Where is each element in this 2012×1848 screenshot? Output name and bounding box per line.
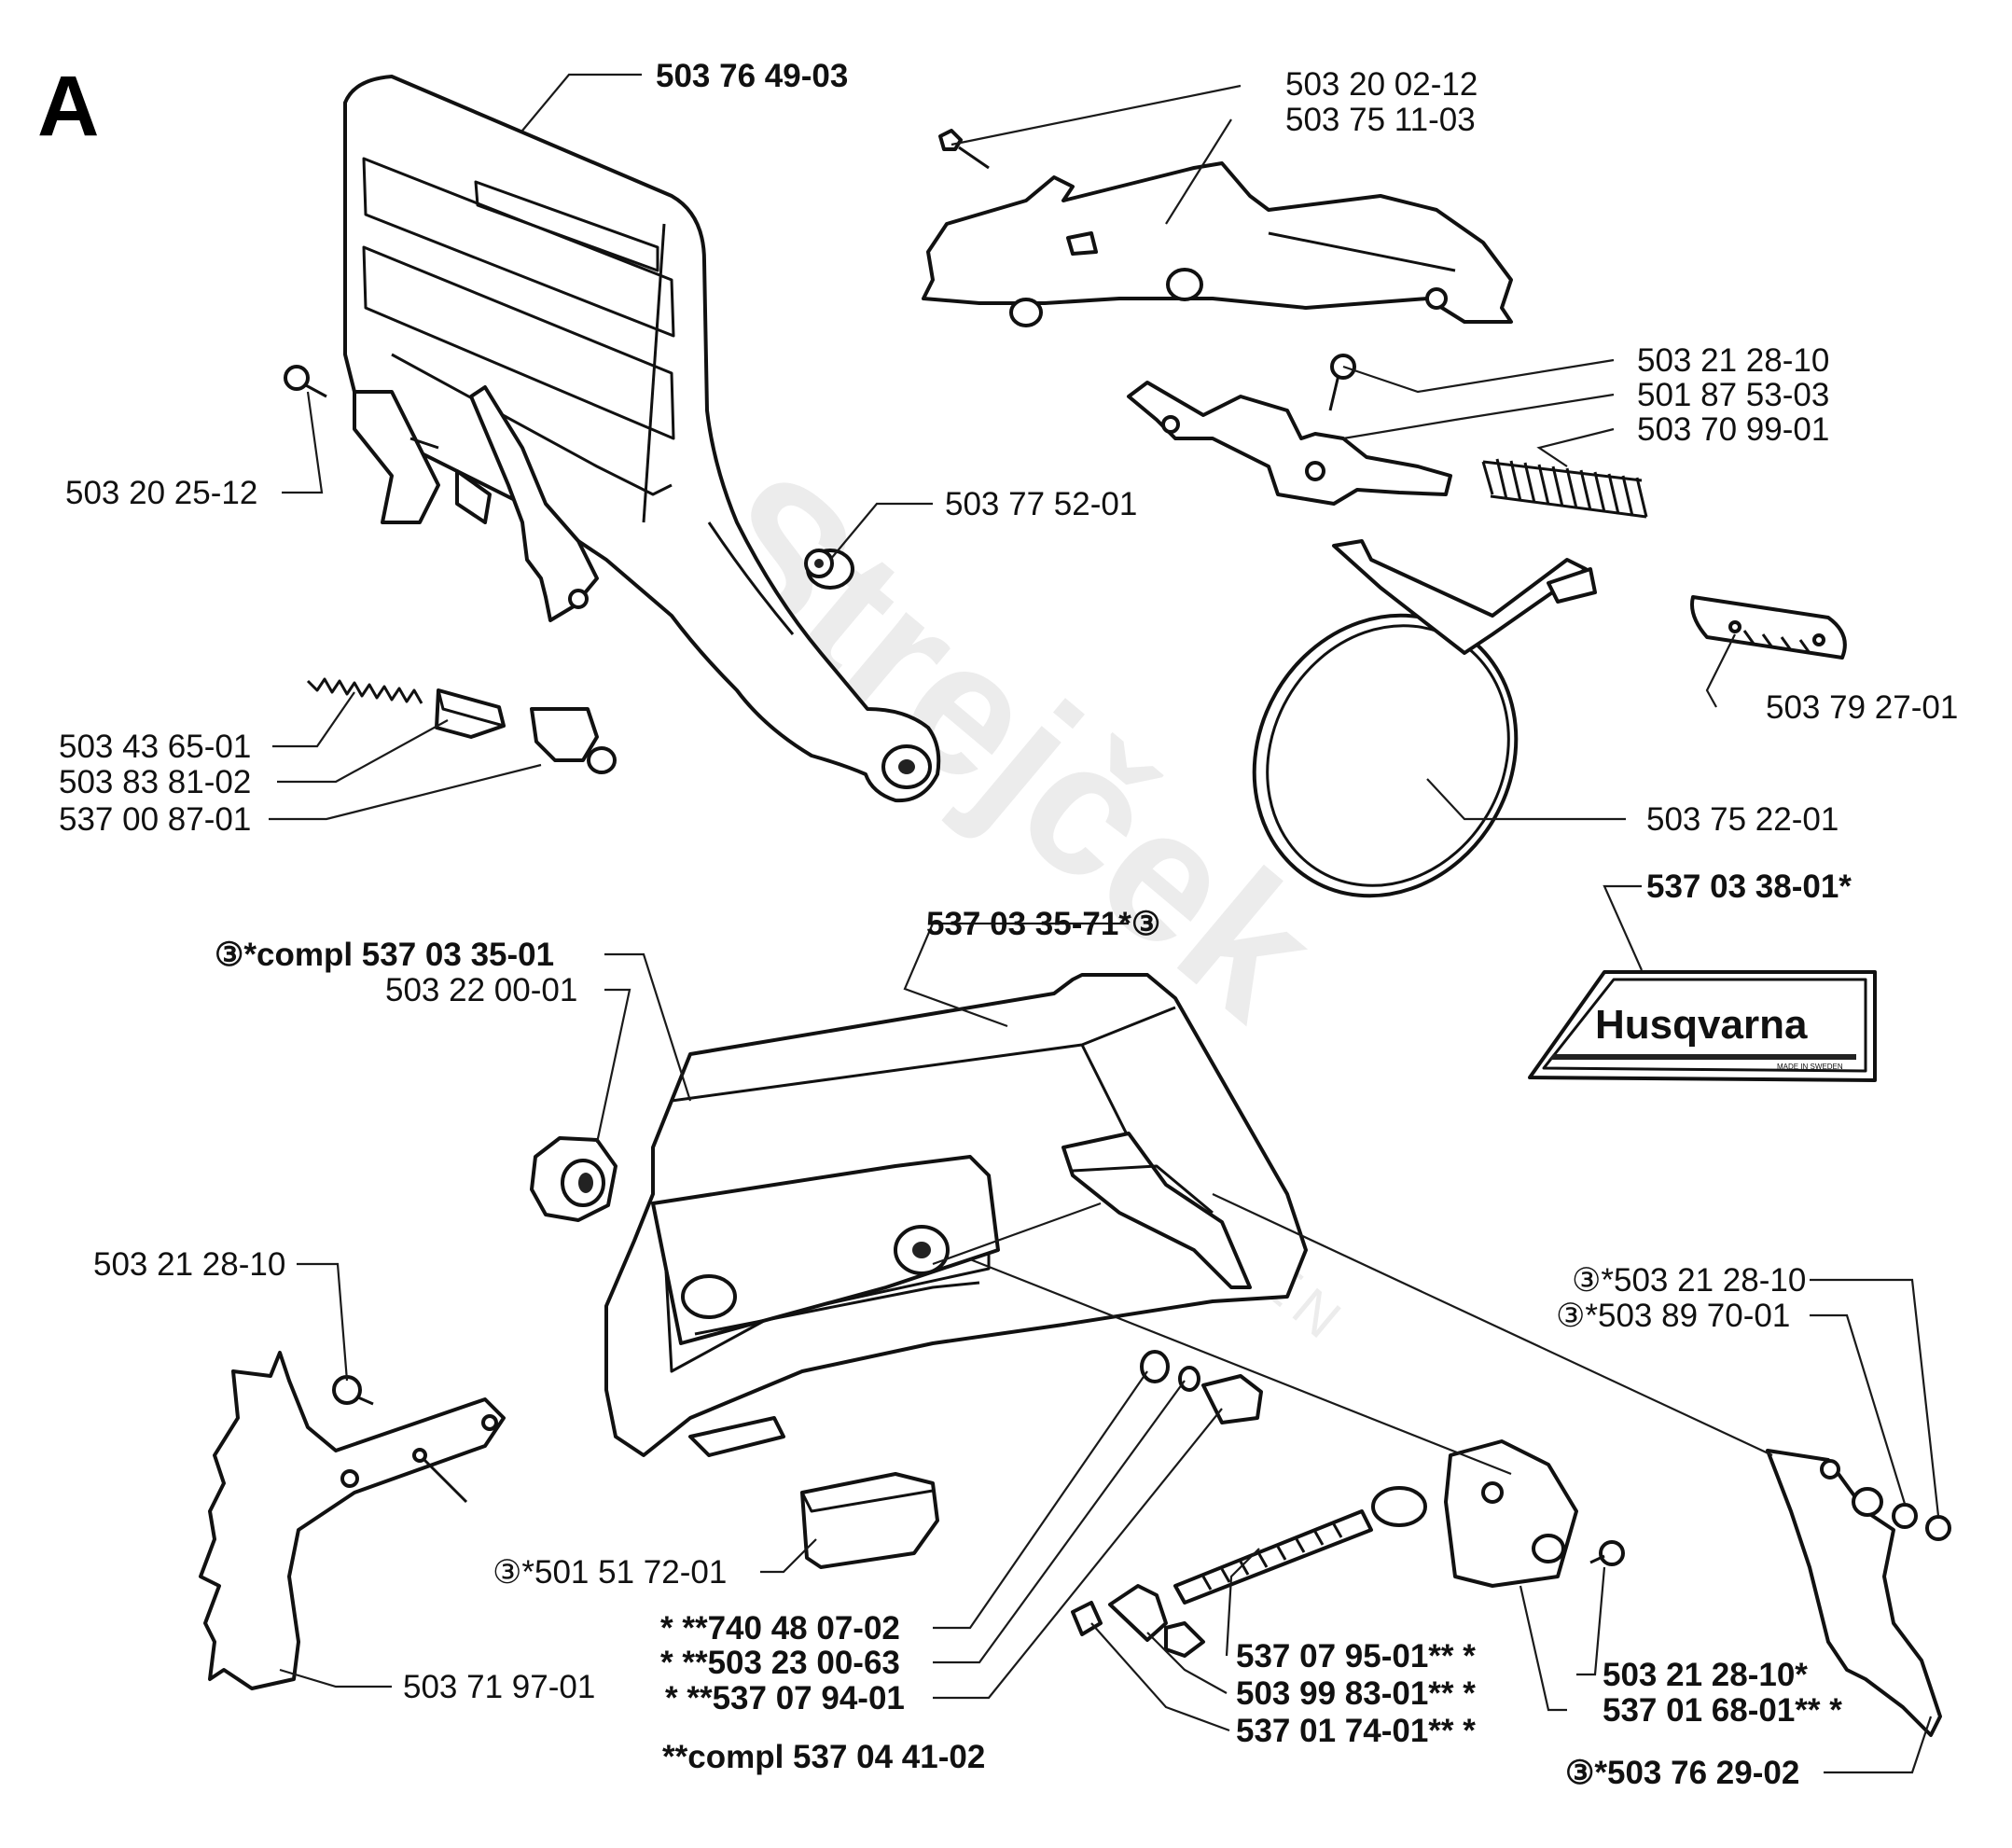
part-label: * **740 48 07-02 — [660, 1610, 900, 1647]
screw-503-20-02-12-drawing — [938, 129, 990, 170]
watermark-text: Strejček — [664, 431, 1354, 1058]
block-503-83-81-02-drawing — [435, 688, 506, 739]
part-labels: 503 76 49-03 503 20 02-12 503 75 11-03 5… — [59, 58, 1958, 1791]
part-label: 537 07 95-01** * — [1236, 1638, 1476, 1674]
part-label: 503 43 65-01 — [59, 729, 251, 765]
husqvarna-decal: Husqvarna MADE IN SWEDEN — [1528, 970, 1877, 1082]
tensioner-small-parts-drawing — [1071, 1350, 1263, 1658]
screw-503-21-28-10-upper-drawing — [1328, 354, 1356, 411]
part-label: 537 00 87-01 — [59, 801, 251, 838]
adjuster-screw-drawing — [1173, 1486, 1427, 1605]
part-label: 503 22 00-01 — [385, 972, 577, 1008]
part-label: 503 20 25-12 — [65, 475, 257, 511]
part-label: ③*503 89 70-01 — [1556, 1298, 1790, 1334]
decal-small-text: MADE IN SWEDEN — [1777, 1063, 1843, 1071]
part-label: 537 01 68-01** * — [1603, 1692, 1842, 1729]
pad-501-51-72-01-drawing — [800, 1472, 939, 1569]
part-label: 503 83 81-02 — [59, 764, 251, 800]
spring-503-70-99-01-drawing — [1481, 458, 1648, 519]
part-label: ③*compl 537 03 35-01 — [215, 937, 554, 973]
brake-plate-drawing — [922, 161, 1513, 327]
part-label: ③*503 21 28-10 — [1572, 1262, 1806, 1299]
leader-lines — [269, 73, 1940, 1774]
part-label: 503 76 49-03 — [656, 58, 848, 94]
brake-band-drawing — [1252, 539, 1597, 898]
part-label: 503 99 83-01** * — [1236, 1675, 1476, 1712]
bushing-503-77-52-01-drawing — [804, 549, 854, 590]
part-label: * **503 23 00-63 — [660, 1645, 900, 1681]
part-label: 503 21 28-10 — [1637, 342, 1829, 379]
part-label: 503 20 02-12 — [1285, 66, 1478, 103]
front-hand-guard-drawing — [343, 75, 941, 803]
part-label: 503 75 22-01 — [1646, 801, 1839, 838]
part-label: 503 75 11-03 — [1285, 102, 1476, 138]
clutch-cover-drawing — [604, 973, 1308, 1457]
spring-503-43-65-01-drawing — [306, 677, 423, 704]
part-label: 537 03 35-71*③ — [926, 906, 1160, 942]
plate-537-01-68-01-drawing — [1444, 1439, 1625, 1588]
part-label: ③*501 51 72-01 — [493, 1554, 727, 1591]
screw-503-20-25-12-drawing — [284, 365, 327, 398]
nut-503-22-00-01-drawing — [530, 1136, 617, 1222]
part-label: ③*503 76 29-02 — [1565, 1755, 1799, 1791]
brake-linkage-drawing — [1127, 381, 1452, 506]
part-label: 503 21 28-10 — [93, 1246, 285, 1283]
brake-lever-drawing — [469, 385, 617, 774]
part-label: 503 21 28-10* — [1603, 1657, 1808, 1693]
part-label: 503 79 27-01 — [1766, 689, 1958, 726]
part-label: 501 87 53-03 — [1637, 377, 1829, 413]
screw-503-21-28-10-left-drawing — [332, 1375, 374, 1406]
part-label: 503 71 97-01 — [403, 1669, 595, 1705]
part-label: 503 77 52-01 — [945, 486, 1137, 522]
bracket-503-76-29-02-drawing — [1766, 1449, 1951, 1737]
part-label: 537 01 74-01** * — [1236, 1713, 1476, 1749]
part-label: **compl 537 04 41-02 — [662, 1739, 985, 1775]
plate-503-79-27-01-drawing — [1690, 595, 1847, 660]
part-label: 537 03 38-01* — [1646, 868, 1852, 905]
spike-bumper-drawing — [199, 1351, 506, 1690]
section-letter: A — [37, 59, 99, 154]
part-label: * **537 07 94-01 — [665, 1680, 905, 1716]
decal-logo-text: Husqvarna — [1595, 1002, 1808, 1048]
part-label: 503 70 99-01 — [1637, 411, 1829, 448]
